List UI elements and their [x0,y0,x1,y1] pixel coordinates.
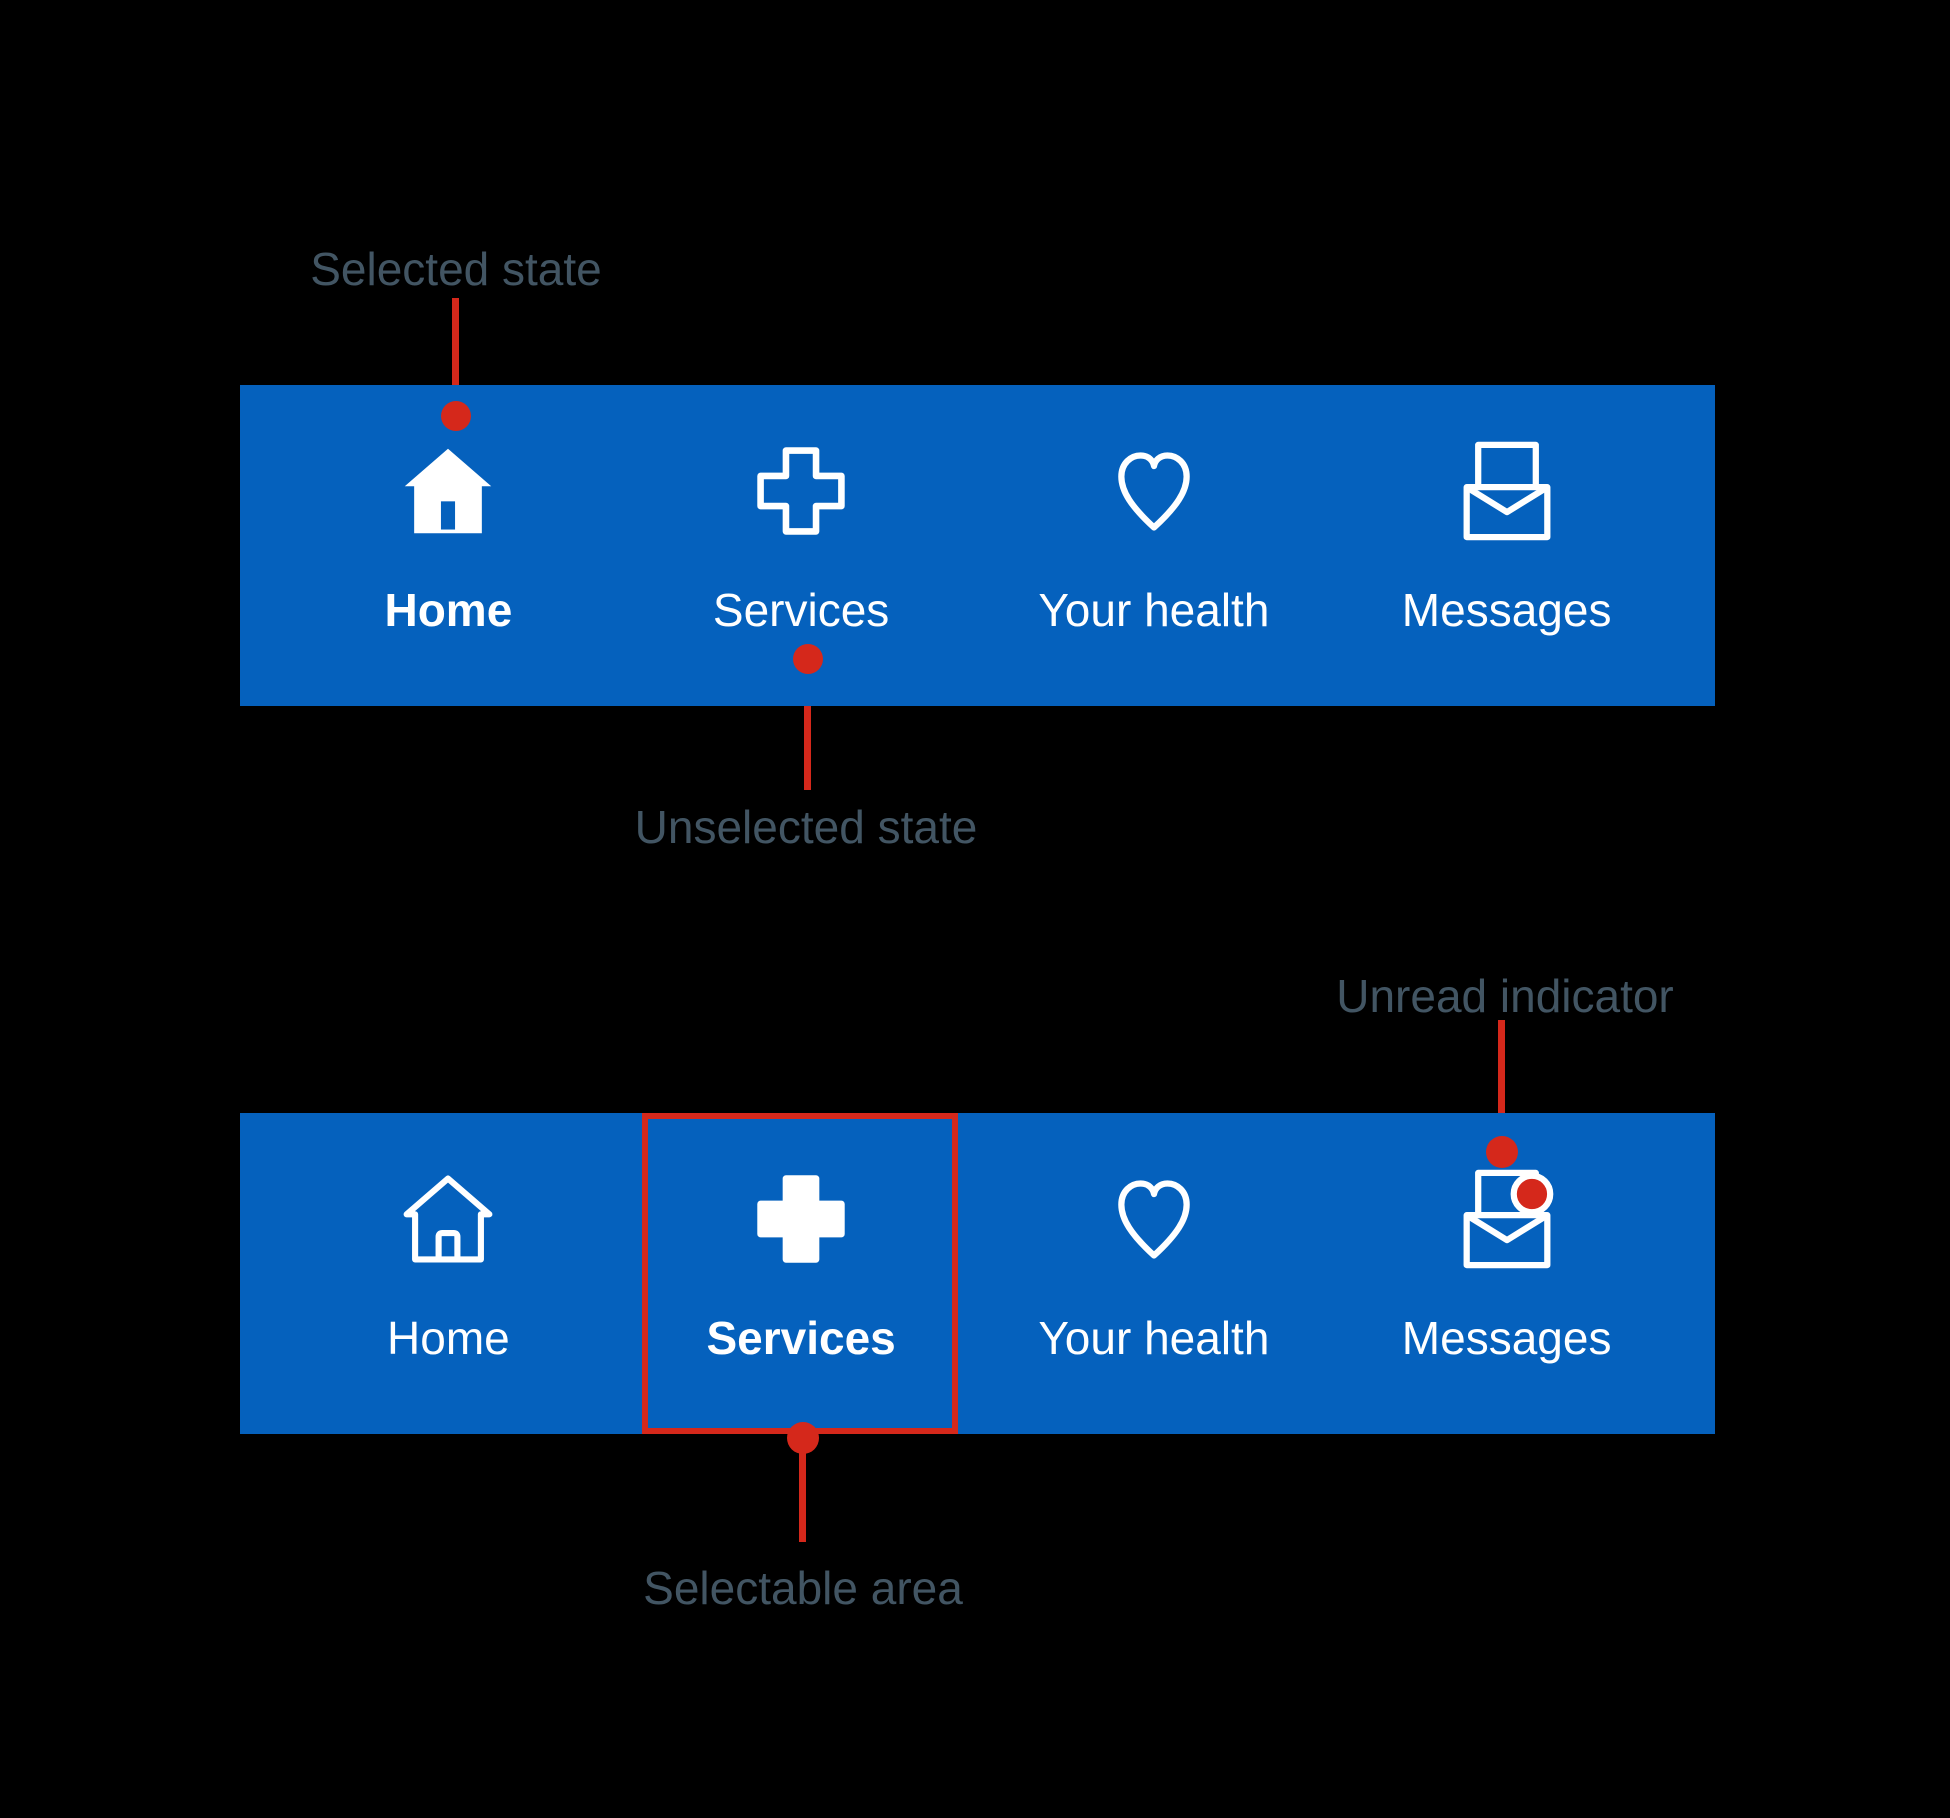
medical-cross-filled-icon [754,1171,848,1267]
tab-messages[interactable]: Messages [1330,385,1683,706]
tab-your-health[interactable]: Your health [978,385,1331,706]
annotation-selectable-area: Selectable area [643,1562,963,1614]
tab-label: Home [384,584,513,636]
home-outline-icon [401,1171,495,1267]
heart-outline-icon [1106,443,1202,539]
callout-dot-selectable-area [787,1422,819,1454]
tab-services[interactable]: Services [625,385,978,706]
tab-label: Messages [1401,1312,1612,1364]
envelope-outline-icon [1459,441,1555,541]
tab-bar-selectable-example: Home Services Your health [240,1113,1715,1434]
envelope-unread-icon [1459,1169,1555,1269]
annotation-unselected-state: Unselected state [634,801,978,853]
callout-line-selectable-area [799,1442,806,1542]
tab-label: Services [706,1312,896,1364]
callout-line-unselected-state [804,664,811,790]
tab-label: Your health [1038,584,1270,636]
tab-home[interactable]: Home [272,385,625,706]
tab-services[interactable]: Services [625,1113,978,1434]
home-filled-icon [401,443,495,539]
unread-indicator-badge [1510,1172,1553,1216]
tab-label: Messages [1401,584,1612,636]
annotation-unread-indicator: Unread indicator [1336,970,1674,1022]
annotation-selected-state: Selected state [310,243,602,295]
callout-dot-selected-state [441,401,471,431]
tab-bar-selected-example: Home Services Your health [240,385,1715,706]
heart-outline-icon [1106,1171,1202,1267]
tab-label: Home [387,1312,510,1364]
tab-home[interactable]: Home [272,1113,625,1434]
callout-dot-unselected-state [793,644,823,674]
callout-line-selected-state [452,298,459,412]
callout-line-unread-indicator [1498,1020,1505,1142]
tab-your-health[interactable]: Your health [978,1113,1331,1434]
tab-label: Your health [1038,1312,1270,1364]
tab-messages[interactable]: Messages [1330,1113,1683,1434]
medical-cross-outline-icon [754,443,848,539]
callout-dot-unread-indicator [1486,1136,1518,1168]
tab-label: Services [712,584,890,636]
